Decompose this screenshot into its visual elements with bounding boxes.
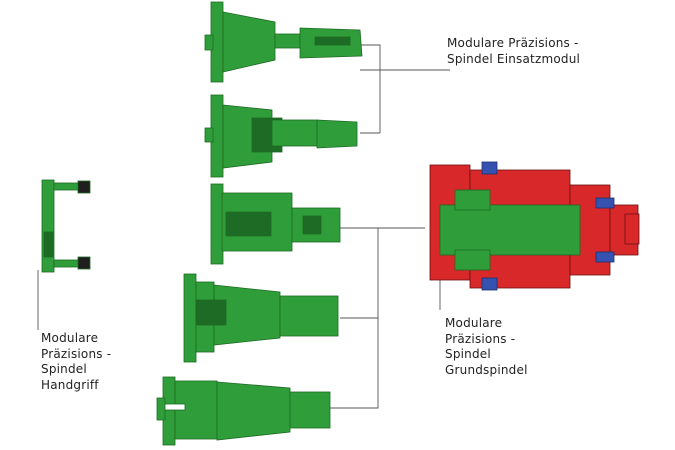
einsatzmodul-3 [210, 183, 341, 265]
grundspindel-label-line-1: Modulare [445, 316, 503, 330]
handgriff-label-line-3: Spindel [41, 362, 87, 376]
grundspindel-green-2 [156, 376, 331, 446]
grundspindel-green-1 [183, 273, 339, 363]
einsatzmodul-label-line-2: Spindel Einsatzmodul [447, 51, 581, 66]
connector-lines [37, 44, 450, 409]
connector-einsatz-1 [360, 44, 381, 70]
grundspindel-label-line-4: Grundspindel [445, 362, 528, 377]
connector-grund-lower [330, 317, 379, 409]
handgriff-label-line-2: Präzisions - [41, 346, 112, 361]
grundspindel-label: Modulare Präzisions - Spindel Grundspind… [445, 316, 528, 378]
handgriff-label-line-1: Modulare [41, 331, 99, 345]
grundspindel-label-line-2: Präzisions - [445, 331, 516, 346]
grundspindel-label-line-3: Spindel [445, 347, 491, 361]
einsatzmodul-2 [204, 94, 358, 178]
handgriff-label-line-4: Handgriff [41, 377, 99, 392]
einsatzmodul-label-line-1: Modulare Präzisions - [447, 36, 579, 50]
einsatzmodul-1 [204, 1, 363, 83]
handgriff-part [41, 179, 91, 273]
grundspindel-assembly [429, 161, 640, 291]
handgriff-label: Modulare Präzisions - Spindel Handgriff [41, 331, 111, 393]
einsatzmodul-label: Modulare Präzisions - Spindel Einsatzmod… [447, 36, 580, 67]
